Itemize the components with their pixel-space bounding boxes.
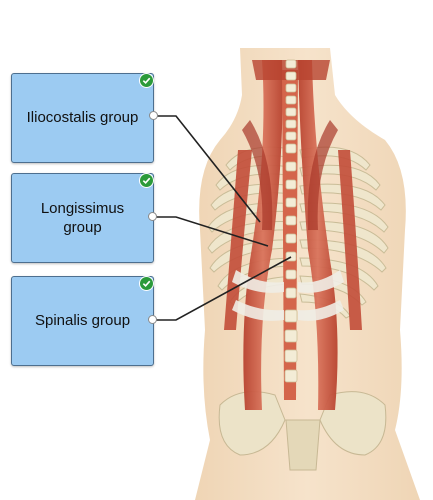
leader-line-iliocostalis xyxy=(154,115,261,223)
label-spinalis[interactable]: Spinalis group xyxy=(11,276,154,366)
spine xyxy=(284,59,298,383)
anchor-dot-longissimus[interactable] xyxy=(148,212,157,221)
label-text: Longissimus group xyxy=(40,199,125,237)
label-text: Spinalis group xyxy=(34,312,131,330)
label-longissimus[interactable]: Longissimus group xyxy=(11,173,154,263)
leader-line-spinalis xyxy=(153,256,292,321)
label-text: Iliocostalis group xyxy=(26,109,139,127)
check-circle-icon xyxy=(139,276,154,291)
anchor-dot-iliocostalis[interactable] xyxy=(149,111,158,120)
check-circle-icon xyxy=(139,73,154,88)
leader-line-longissimus xyxy=(153,216,269,247)
leader-lines xyxy=(153,115,292,321)
anchor-dot-spinalis[interactable] xyxy=(148,315,157,324)
pelvis xyxy=(218,391,387,471)
check-circle-icon xyxy=(139,173,154,188)
label-iliocostalis[interactable]: Iliocostalis group xyxy=(11,73,154,163)
